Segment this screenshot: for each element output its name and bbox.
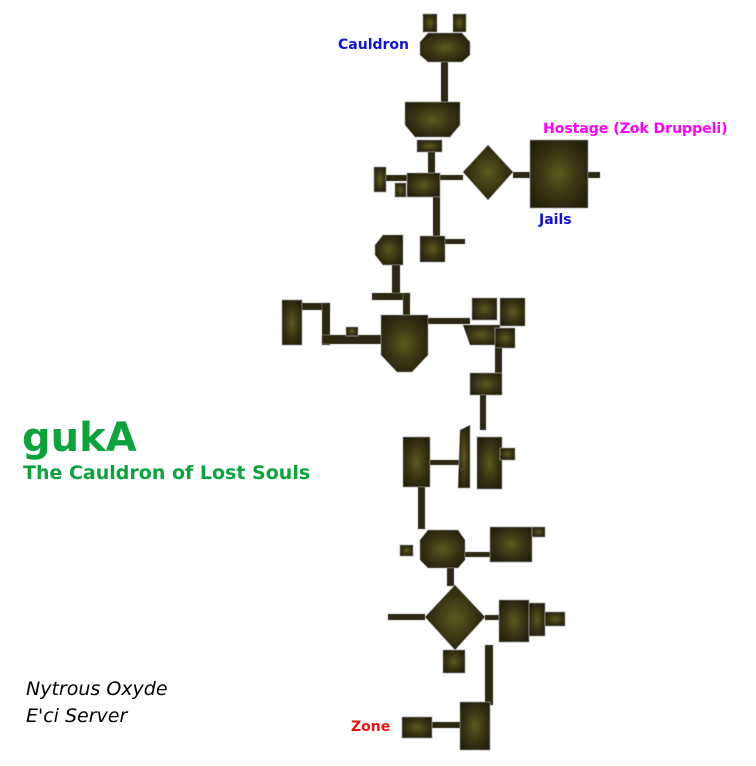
- zone-name-subtitle: The Cauldron of Lost Souls: [23, 462, 311, 484]
- label-zone: Zone: [351, 719, 391, 735]
- middle-rooms: [281, 196, 526, 431]
- diamond-hall-south: [424, 584, 486, 651]
- label-cauldron: Cauldron: [338, 37, 409, 53]
- lower-rooms: [387, 424, 566, 706]
- zone-code-title: gukA: [22, 415, 137, 461]
- jails-area: [529, 139, 601, 209]
- label-jails: Jails: [539, 212, 572, 228]
- cauldron-area: [419, 13, 471, 103]
- author-credit: Nytrous Oxyde: [26, 678, 168, 700]
- entrance-area: [401, 701, 491, 751]
- upper-rooms: [373, 101, 531, 201]
- server-credit: E'ci Server: [26, 705, 128, 727]
- label-hostage: Hostage (Zok Druppeli): [543, 121, 728, 137]
- diamond-hall-north: [462, 144, 514, 201]
